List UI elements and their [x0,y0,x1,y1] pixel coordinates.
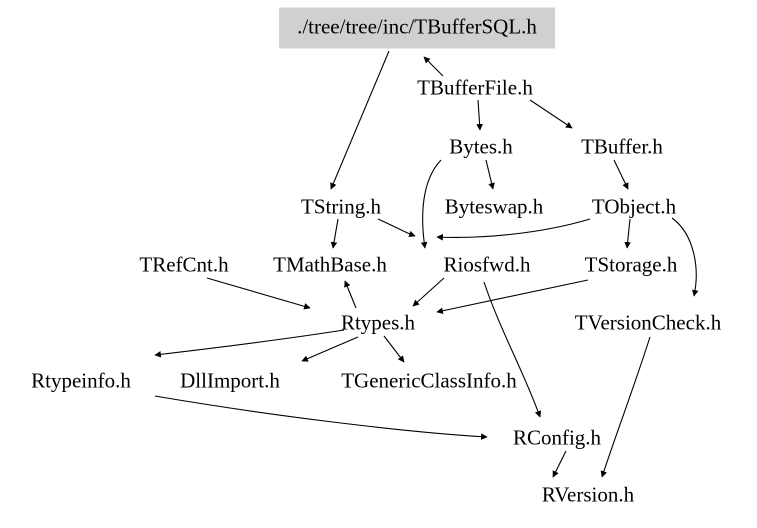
node-rconfig[interactable]: RConfig.h [512,425,602,450]
edge-riosfwd-rtypes [412,277,445,307]
node-rversion[interactable]: RVersion.h [541,482,635,507]
edge-tversioncheck-rversion [600,336,651,478]
node-trefcnt[interactable]: TRefCnt.h [139,252,229,277]
node-tobject[interactable]: TObject.h [591,194,677,219]
node-tversioncheck[interactable]: TVersionCheck.h [574,310,722,335]
edge-rtypes-tgenericclassinfo [383,335,405,363]
node-tbuffer[interactable]: TBuffer.h [581,134,663,159]
edge-tbufferfile-root [423,56,444,77]
edge-trefcnt-rtypes [206,277,311,310]
edge-tbuffer-tobject [613,159,629,190]
edge-tobject-tversioncheck [671,217,699,297]
edge-tbufferfile-bytes [476,99,483,131]
edge-rtypes-dllimport [301,336,359,362]
node-rtypes[interactable]: Rtypes.h [340,310,416,335]
edge-tstring-riosfwd [377,218,416,238]
edge-tobject-tstorage [624,218,631,249]
node-tmathbase[interactable]: TMathBase.h [273,252,387,277]
node-tstring[interactable]: TString.h [301,194,381,219]
edge-riosfwd-rconfig [483,281,542,418]
edge-rtypes-rtypeinfo [154,329,345,358]
edge-bytes-riosfwd [420,159,442,249]
edge-root-tstring [330,50,390,190]
node-tgenericclassinfo[interactable]: TGenericClassInfo.h [341,368,517,393]
edge-bytes-byteswap [485,159,495,190]
edge-tstorage-rtypes [436,279,589,314]
node-rtypeinfo[interactable]: Rtypeinfo.h [31,368,131,393]
node-bytes[interactable]: Bytes.h [449,134,513,159]
node-root[interactable]: ./tree/tree/inc/TBufferSQL.h [279,7,555,49]
edge-tstring-tmathbase [330,218,339,249]
edge-rconfig-rversion [552,450,567,478]
node-byteswap[interactable]: Byteswap.h [444,194,544,219]
edge-rtypeinfo-rconfig [154,395,488,440]
node-tstorage[interactable]: TStorage.h [584,252,678,277]
edge-tmathbase-rtypes [344,280,357,309]
edge-tobject-riosfwd [436,218,591,241]
node-dllimport[interactable]: DllImport.h [180,368,280,393]
node-tbufferfile[interactable]: TBufferFile.h [417,75,533,100]
edge-tbufferfile-tbuffer [529,99,573,129]
node-riosfwd[interactable]: Riosfwd.h [443,252,531,277]
